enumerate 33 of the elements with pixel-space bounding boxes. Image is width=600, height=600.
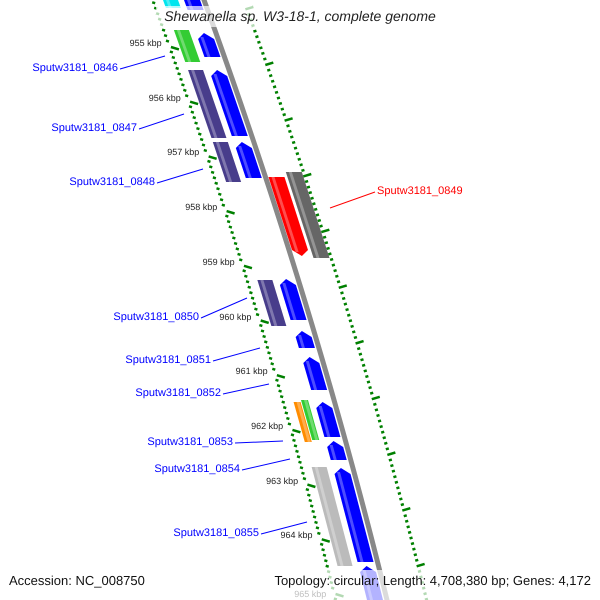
scale-label: 963 kbp <box>266 476 298 486</box>
gene-label: Sputw3181_0851 <box>125 355 211 366</box>
scale-label: 965 kbp <box>294 590 326 599</box>
leader-line <box>242 458 290 470</box>
gene-label: Sputw3181_0846 <box>32 63 118 74</box>
scale-label: 958 kbp <box>185 203 218 212</box>
leader-line <box>234 440 284 444</box>
leader-line <box>260 522 308 534</box>
leader-line <box>212 348 260 362</box>
scale-label: 961 kbp <box>236 367 268 376</box>
leader-line <box>200 298 248 318</box>
gene-label: Sputw3181_0852 <box>135 388 221 399</box>
scale-label: 955 kbp <box>130 39 162 48</box>
gene-label: Sputw3181_0847 <box>51 123 137 134</box>
scale-label: 964 kbp <box>280 531 313 540</box>
scale-label: 959 kbp <box>202 258 235 267</box>
genome-stats-text: Topology: circular; Length: 4,708,380 bp; Genes: 4,172 <box>274 572 591 590</box>
gene-label: Sputw3181_0853 <box>147 437 233 448</box>
gene-label: Sputw3181_0854 <box>154 464 240 475</box>
leader-line <box>222 384 270 394</box>
leader-line <box>138 114 184 130</box>
gene-label: Sputw3181_0848 <box>69 177 155 188</box>
leader-line <box>156 168 204 184</box>
leader-line <box>120 56 166 70</box>
scale-label: 960 kbp <box>219 312 252 322</box>
gene-label: Sputw3181_0855 <box>173 528 259 539</box>
gene-label: Sputw3181_0850 <box>113 312 199 323</box>
gene-label: Sputw3181_0849 <box>377 186 463 197</box>
scale-label: 962 kbp <box>251 422 284 431</box>
scale-label: 956 kbp <box>148 94 181 103</box>
leader-line <box>330 192 376 208</box>
accession-text: Accession: NC_008750 <box>9 572 145 590</box>
scale-label: 957 kbp <box>167 148 200 158</box>
